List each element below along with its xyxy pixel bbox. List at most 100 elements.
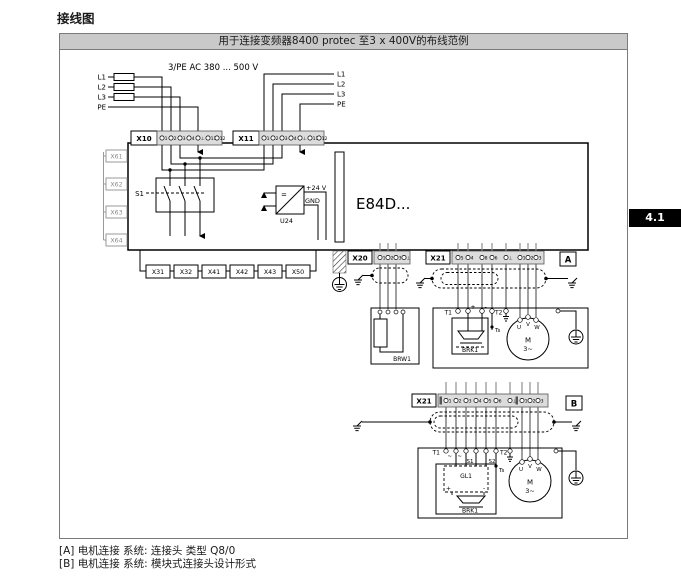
phase-u-label: U [517, 325, 521, 331]
cable-shield-a-inner [440, 272, 499, 285]
phase-v-label: V [526, 322, 530, 328]
terminal-pin [533, 255, 539, 260]
diagram-header: 用于连接变频器8400 protec 至3 x 400V的布线范例 [60, 34, 627, 50]
line-pe-label: PE [97, 104, 106, 112]
connector-box-label: X62 [110, 181, 122, 188]
disconnect-switch-s1: S1 [135, 158, 215, 236]
terminal-pin-number: 1 [267, 136, 270, 142]
terminal-pin [473, 398, 479, 403]
terminal-pin [377, 255, 383, 260]
line-out-pe-label: PE [337, 101, 346, 109]
connector-box [201, 264, 227, 279]
motor-m-label: M [527, 479, 533, 487]
terminal-pin-number: 4 [192, 136, 195, 142]
terminal-pin [489, 255, 495, 260]
fuse-l2 [113, 83, 135, 91]
mains-input: L1 L2 L3 PE 3/PE AC 380 ... 500 V [97, 63, 258, 131]
terminal-pin-number: 1 [523, 256, 526, 262]
terminal-pin-number: 5 [461, 256, 464, 262]
line-l2-label: L2 [98, 84, 106, 92]
marker-a: A [565, 256, 572, 266]
terminal-pin [214, 135, 220, 141]
terminal-pin [159, 135, 165, 141]
marker-b-box [565, 395, 583, 411]
rectifier-gl1-label: GL1 [460, 473, 472, 480]
connector-box [105, 205, 128, 219]
connector-module-divider [515, 396, 518, 405]
mounting-plate [332, 250, 347, 274]
psu-dc-symbol: = [281, 191, 287, 199]
x21a-label: X21 [430, 255, 445, 263]
terminal-pin [297, 135, 303, 141]
line-l3-label: L3 [98, 94, 106, 102]
line-out-l2-label: L2 [337, 81, 345, 89]
connector-box-label: X43 [264, 269, 276, 276]
brake-ac2-label: ~ [457, 454, 462, 460]
x20-label: X20 [352, 255, 367, 263]
connector-box-label: X42 [236, 269, 248, 276]
terminal-pin-number: 3 [469, 399, 472, 405]
x10-label: X10 [136, 135, 151, 143]
line-l1-label: L1 [98, 74, 106, 82]
terminal-pin [503, 255, 509, 260]
terminal-pin [195, 135, 201, 141]
connector-box-label: X64 [110, 237, 122, 244]
terminal-pin-number: ⊥ [303, 136, 307, 142]
shield-clamp-icon [415, 277, 426, 289]
line-out-l1-label: L1 [337, 71, 345, 79]
terminal-pin [307, 135, 313, 141]
terminal-pin [205, 135, 211, 141]
psu-u24: = +24 V GND U24 [261, 184, 327, 240]
phase-w-label: W [536, 467, 542, 473]
earth-symbol [568, 329, 584, 345]
thermal-t2-label: T2 [499, 450, 508, 457]
brake-s2-label: S2 [489, 459, 496, 465]
line-out-l3-label: L3 [337, 91, 345, 99]
psu-u24-label: U24 [280, 217, 293, 225]
psu-gnd-label: GND [305, 197, 320, 205]
terminal-pin [168, 135, 174, 141]
terminal-pin [507, 398, 513, 403]
x11-label: X11 [238, 135, 253, 143]
supply-rating: 3/PE AC 380 ... 500 V [168, 63, 258, 73]
device-label: E84D... [356, 195, 410, 213]
terminal-pin [527, 398, 533, 403]
terminal-pin-number: 2 [276, 136, 279, 142]
psu-plus24-label: +24 V [306, 184, 327, 192]
thermal-t1-label: T1 [444, 310, 453, 317]
terminal-pin [463, 398, 469, 403]
temp-sensor-label: Ts [494, 328, 500, 334]
thermal-t2-label: T2 [494, 310, 503, 317]
temp-sensor-label: Ts [498, 468, 504, 474]
terminal-pin-number: 6 [499, 399, 502, 405]
terminal-pin [465, 255, 471, 260]
terminal-pin [479, 255, 485, 260]
terminal-pin-number: 2 [531, 256, 534, 262]
earth-symbol [568, 470, 584, 486]
terminal-pin-number: 1 [449, 399, 452, 405]
phase-v-label: V [528, 464, 532, 470]
connector-box [173, 264, 199, 279]
connector-box [105, 177, 128, 191]
terminal-pin-number: ⊥ [201, 136, 205, 142]
internal-power-bus [161, 145, 305, 172]
terminal-pin-number: 4 [471, 256, 474, 262]
terminal-pin-number: 1 [165, 136, 168, 142]
brake-subbox-a [451, 317, 489, 355]
terminal-pin [316, 135, 322, 141]
brake-plus-label: + [471, 304, 476, 311]
terminal-pin-number: 3 [183, 136, 186, 142]
fuse-l1 [113, 73, 135, 81]
brake-minus-label: - [485, 304, 487, 311]
phase-w-label: W [534, 325, 540, 331]
cable-shield-x20 [371, 267, 409, 284]
thermal-t1-label: T1 [432, 450, 441, 457]
cable-shield-a-outer [431, 268, 547, 289]
terminal-pin-number: ⊥ [513, 399, 517, 405]
marker-b: B [571, 400, 577, 410]
